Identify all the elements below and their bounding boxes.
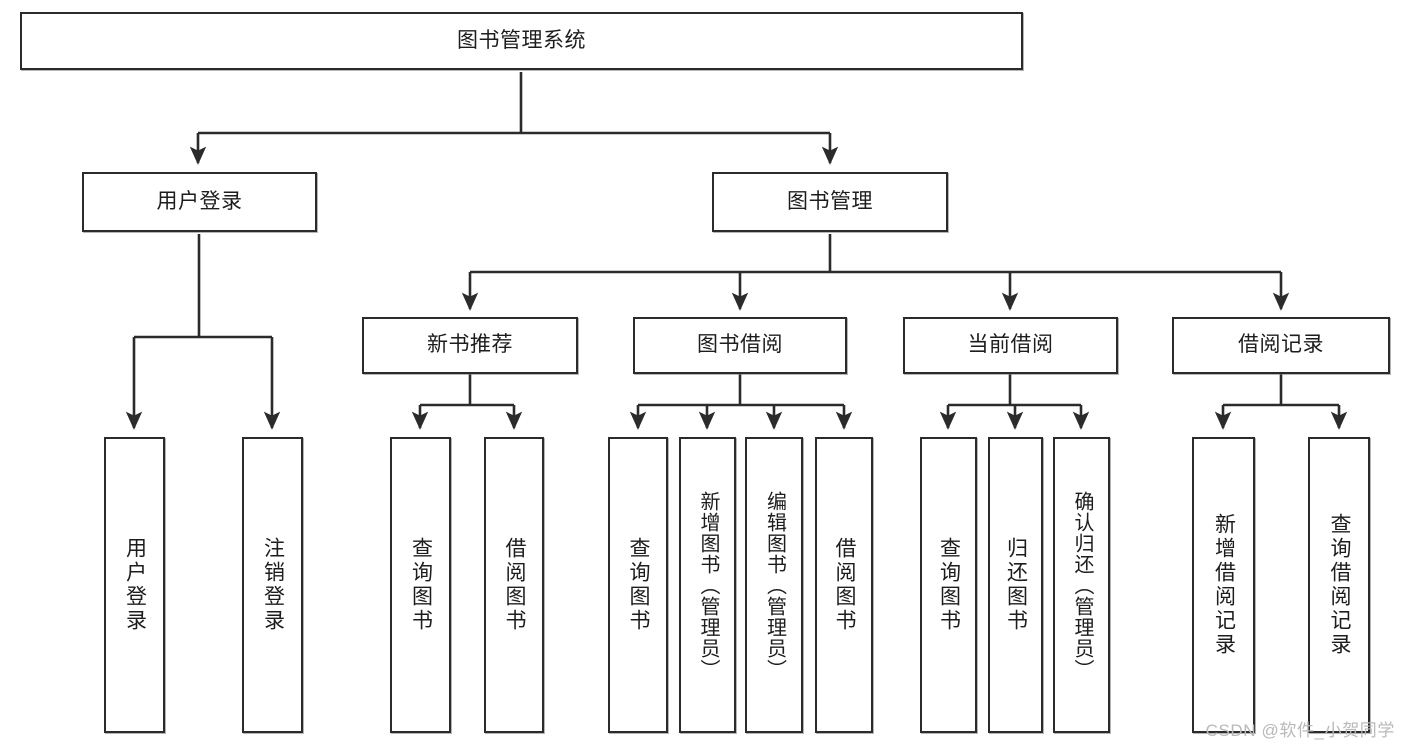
node-leaf-3[interactable]: 查询图书 [390, 437, 451, 733]
node-leaf-6-label: 新增图书（管理员） [697, 490, 719, 680]
node-leaf-8-label: 借阅图书 [833, 537, 857, 633]
node-leaf-4-label: 借阅图书 [503, 537, 527, 633]
node-leaf-10-label: 归还图书 [1004, 537, 1028, 633]
node-leaf-10[interactable]: 归还图书 [988, 437, 1043, 733]
node-borrow-record-label: 借阅记录 [1238, 333, 1324, 357]
node-leaf-3-label: 查询图书 [409, 537, 433, 633]
node-root[interactable]: 图书管理系统 [20, 12, 1023, 70]
node-leaf-11[interactable]: 确认归还（管理员） [1053, 437, 1110, 733]
node-leaf-2[interactable]: 注销登录 [242, 437, 303, 733]
node-leaf-7-label: 编辑图书（管理员） [763, 490, 786, 680]
node-leaf-12-label: 新增借阅记录 [1212, 513, 1236, 657]
node-root-label: 图书管理系统 [457, 28, 586, 52]
node-book-manage-label: 图书管理 [787, 189, 873, 213]
node-new-book-rec-label: 新书推荐 [427, 333, 513, 357]
node-leaf-4[interactable]: 借阅图书 [484, 437, 544, 733]
csdn-watermark: CSDN @软件_小贺同学 [1205, 721, 1395, 740]
node-current-borrow-label: 当前借阅 [967, 333, 1054, 357]
node-leaf-7[interactable]: 编辑图书（管理员） [745, 437, 803, 733]
node-current-borrow[interactable]: 当前借阅 [903, 317, 1118, 374]
node-leaf-2-label: 注销登录 [261, 537, 285, 633]
node-user-login-label: 用户登录 [156, 189, 243, 213]
node-book-borrow[interactable]: 图书借阅 [633, 317, 847, 374]
node-leaf-13-label: 查询借阅记录 [1328, 513, 1352, 657]
node-new-book-rec[interactable]: 新书推荐 [362, 317, 578, 374]
node-book-borrow-label: 图书借阅 [697, 333, 783, 357]
node-leaf-8[interactable]: 借阅图书 [815, 437, 873, 733]
node-leaf-12[interactable]: 新增借阅记录 [1192, 437, 1255, 733]
node-leaf-1-label: 用户登录 [123, 537, 147, 633]
node-leaf-1[interactable]: 用户登录 [104, 437, 165, 733]
node-leaf-11-label: 确认归还（管理员） [1071, 490, 1093, 680]
node-leaf-5-label: 查询图书 [627, 537, 651, 633]
node-book-manage[interactable]: 图书管理 [712, 172, 948, 232]
node-user-login[interactable]: 用户登录 [82, 172, 317, 232]
node-leaf-9[interactable]: 查询图书 [920, 437, 977, 733]
node-borrow-record[interactable]: 借阅记录 [1172, 317, 1390, 374]
node-leaf-13[interactable]: 查询借阅记录 [1308, 437, 1370, 733]
node-leaf-6[interactable]: 新增图书（管理员） [679, 437, 736, 733]
node-leaf-5[interactable]: 查询图书 [608, 437, 668, 733]
node-leaf-9-label: 查询图书 [937, 537, 961, 633]
